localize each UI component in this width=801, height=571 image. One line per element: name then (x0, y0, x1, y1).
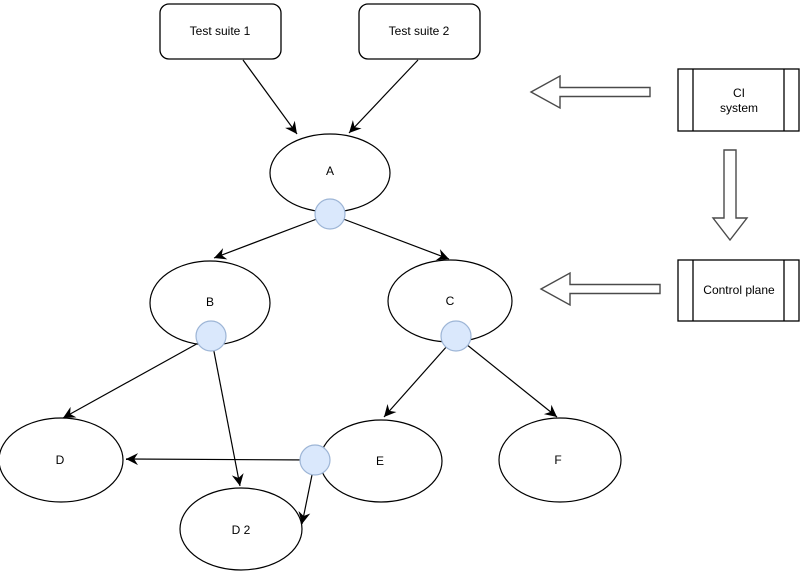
edge-e-to-d2 (298, 469, 314, 525)
label-d: D (56, 453, 65, 467)
edge-a-to-b (213, 213, 331, 260)
label-control-plane: Control plane (703, 283, 775, 297)
edge-a-to-c (329, 213, 450, 261)
edge-test-suite-2-to-a (348, 59, 419, 134)
node-control-plane (677, 259, 800, 322)
node-d2 (179, 487, 303, 571)
label-ci-system-line2: system (720, 101, 758, 115)
block-arrow-left-control-icon (539, 271, 661, 307)
label-a: A (326, 164, 334, 178)
edge-b-to-d (62, 335, 212, 419)
label-d2: D 2 (232, 523, 251, 537)
label-c: C (446, 294, 455, 308)
port-a-bottom (314, 198, 346, 230)
edge-c-to-e (383, 335, 457, 418)
label-test-suite-1: Test suite 1 (190, 24, 251, 38)
label-e: E (376, 454, 384, 468)
block-arrow-down-icon (711, 149, 749, 242)
node-d (0, 417, 124, 503)
node-ci-system (677, 68, 800, 132)
edge-test-suite-1-to-a (242, 59, 298, 135)
node-test-suite-1 (159, 3, 282, 60)
node-test-suite-2 (358, 3, 481, 60)
label-test-suite-2: Test suite 2 (389, 24, 450, 38)
label-ci-system-line1: CI (733, 86, 745, 100)
edge-b-to-d2 (210, 335, 244, 487)
label-b: B (206, 295, 214, 309)
port-e-left (299, 444, 331, 476)
label-f: F (554, 453, 561, 467)
node-f (498, 417, 622, 503)
port-c-bottom (440, 320, 472, 352)
edge-c-to-f (455, 335, 558, 418)
port-b-bottom (195, 320, 227, 352)
edge-e-to-d (125, 453, 316, 466)
block-arrow-left-ci-icon (529, 74, 651, 110)
